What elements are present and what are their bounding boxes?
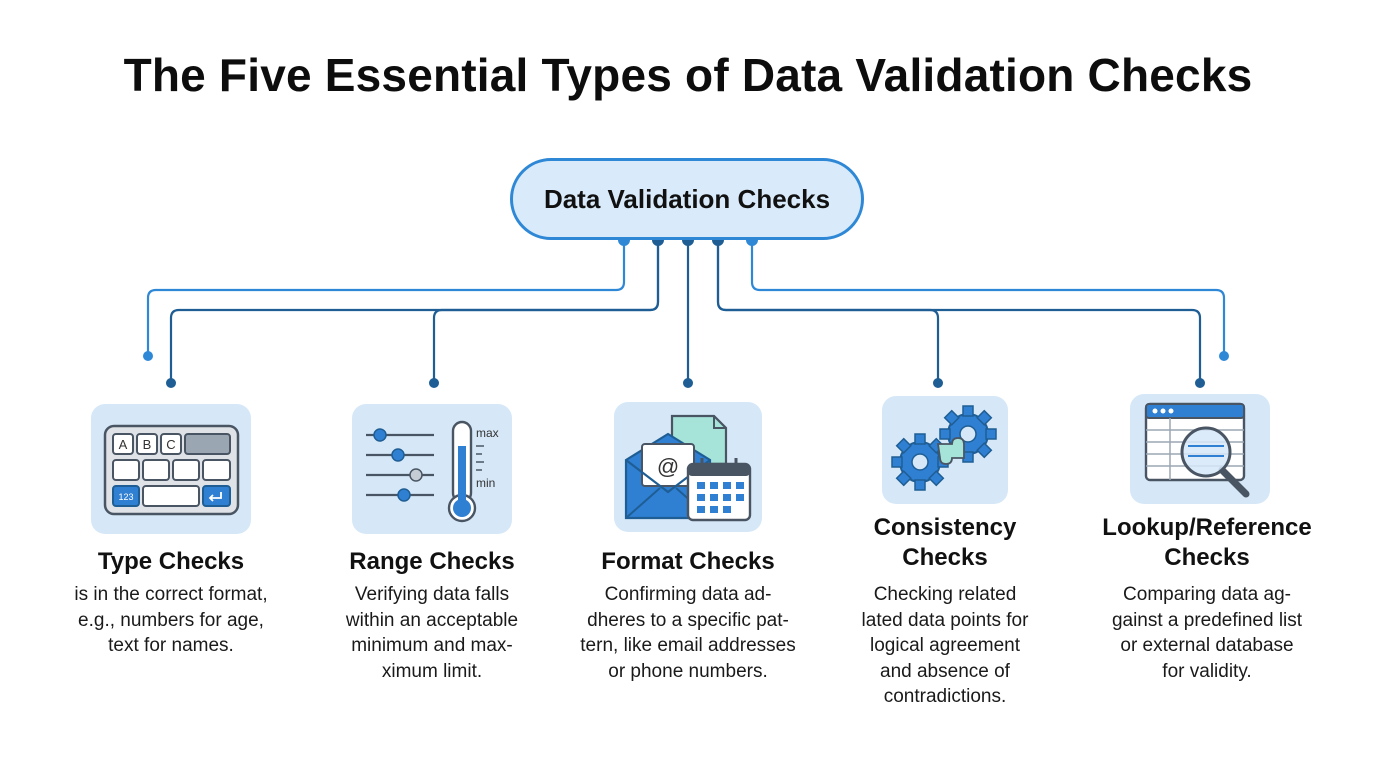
- keycap-b: B: [143, 437, 152, 452]
- scale-max-label: max: [476, 426, 499, 440]
- connector-dot: [683, 378, 693, 388]
- card-desc-type-checks: is in the correct format,e.g., numbers f…: [74, 584, 268, 656]
- card-desc-format-checks: Confirming data ad-dheres to a specific …: [580, 584, 796, 682]
- table-magnifier-icon: [1130, 394, 1270, 504]
- keycap-c: C: [166, 437, 175, 452]
- keyboard-icon: A B C 123: [91, 404, 251, 534]
- card-title-range-checks: Range Checks: [349, 548, 515, 575]
- thermometer-sliders-icon: max min: [352, 404, 512, 534]
- keycap-a: A: [119, 437, 128, 452]
- card-title-type-checks: Type Checks: [97, 548, 245, 575]
- connector-dot: [1195, 378, 1205, 388]
- connector-dot: [933, 378, 943, 388]
- card-desc-lookup-reference-checks: Comparing data ag-gainst a predefined li…: [1111, 584, 1303, 682]
- puzzle-gears-icon: [882, 396, 1008, 504]
- email-calendar-icon: @: [614, 402, 762, 532]
- root-node: Data Validation Checks: [510, 158, 864, 240]
- page-title: The Five Essential Types of Data Validat…: [123, 49, 1253, 101]
- connector-dot: [1219, 351, 1229, 361]
- scale-min-label: min: [476, 476, 495, 490]
- keycap-123: 123: [118, 492, 133, 502]
- card-title-format-checks: Format Checks: [601, 548, 775, 575]
- connector-dot: [429, 378, 439, 388]
- at-symbol: @: [657, 454, 679, 479]
- connector-dot: [166, 378, 176, 388]
- connector-dot: [143, 351, 153, 361]
- root-node-label: Data Validation Checks: [543, 183, 831, 214]
